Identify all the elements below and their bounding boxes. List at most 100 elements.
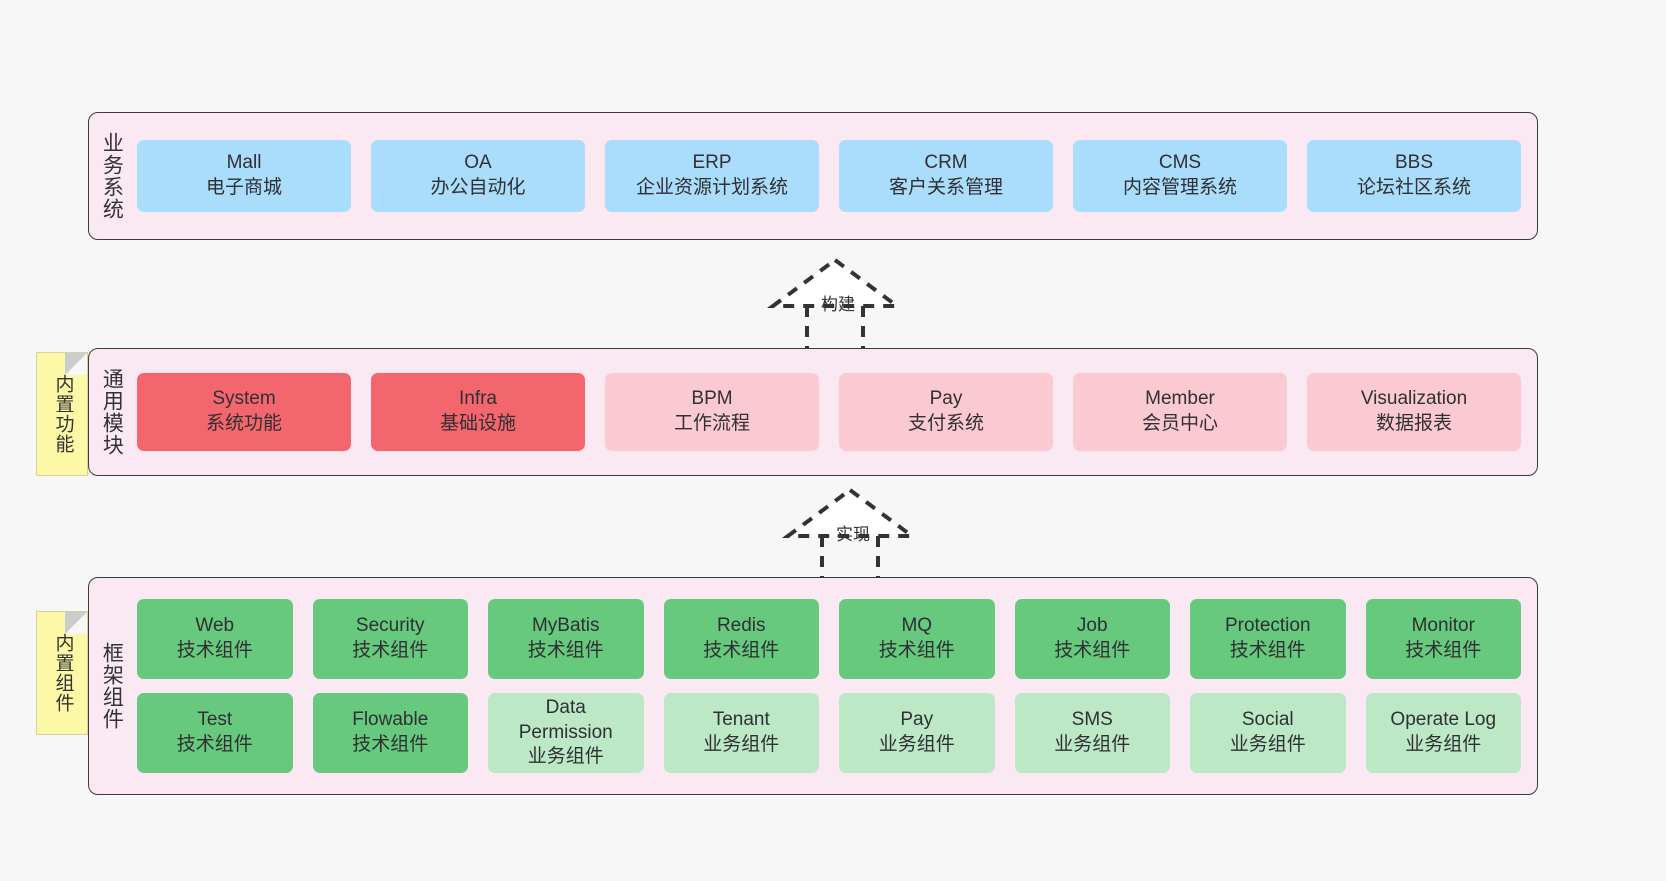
card-subtitle: 业务组件 bbox=[1229, 734, 1306, 755]
card-tenant[interactable]: Tenant 业务组件 bbox=[663, 693, 819, 773]
card-subtitle: 系统功能 bbox=[205, 413, 282, 434]
card-title: MyBatis bbox=[531, 615, 600, 637]
card-subtitle: 基础设施 bbox=[439, 413, 516, 434]
card-title: Pay bbox=[929, 388, 963, 410]
note-builtin-components: 内置组件 bbox=[36, 611, 88, 735]
card-subtitle: 技术组件 bbox=[1405, 640, 1482, 661]
card-subtitle: 技术组件 bbox=[703, 640, 780, 661]
card-title: Redis bbox=[716, 615, 766, 637]
connector-label-implement: 实现 bbox=[836, 525, 870, 544]
layer-body-modules: System 系统功能 Infra 基础设施 BPM 工作流程 Pay 支付系统… bbox=[129, 349, 1537, 475]
layer-framework-components: 框架组件 Web 技术组件 Security 技术组件 MyBatis 技术组件… bbox=[88, 577, 1538, 795]
card-title-line2: Permission bbox=[518, 721, 613, 743]
card-title: Job bbox=[1076, 615, 1108, 637]
card-subtitle: 技术组件 bbox=[527, 640, 604, 661]
card-bpm[interactable]: BPM 工作流程 bbox=[605, 373, 819, 451]
connector-stem bbox=[805, 306, 865, 348]
card-title: Mall bbox=[226, 152, 262, 174]
card-mybatis[interactable]: MyBatis 技术组件 bbox=[488, 599, 644, 679]
card-subtitle: 技术组件 bbox=[878, 640, 955, 661]
card-job[interactable]: Job 技术组件 bbox=[1014, 599, 1170, 679]
card-mall[interactable]: Mall 电子商城 bbox=[137, 140, 351, 212]
card-title: Operate Log bbox=[1390, 709, 1497, 731]
card-subtitle: 技术组件 bbox=[352, 734, 429, 755]
connector-stem bbox=[820, 536, 880, 578]
card-title: BPM bbox=[691, 388, 733, 410]
card-flowable[interactable]: Flowable 技术组件 bbox=[312, 693, 468, 773]
card-pay-module[interactable]: Pay 支付系统 bbox=[839, 373, 1053, 451]
card-title: Protection bbox=[1224, 615, 1311, 637]
card-monitor[interactable]: Monitor 技术组件 bbox=[1365, 599, 1521, 679]
connector-label-build: 构建 bbox=[821, 295, 855, 314]
card-title: Monitor bbox=[1411, 615, 1475, 637]
card-subtitle: 客户关系管理 bbox=[888, 177, 1003, 198]
card-subtitle: 办公自动化 bbox=[430, 177, 526, 198]
card-subtitle: 论坛社区系统 bbox=[1356, 177, 1471, 198]
card-member[interactable]: Member 会员中心 bbox=[1073, 373, 1287, 451]
business-card-row: Mall 电子商城 OA 办公自动化 ERP 企业资源计划系统 CRM 客户关系… bbox=[137, 140, 1521, 212]
generalization-arrowhead bbox=[781, 487, 919, 538]
connector-build: 构建 bbox=[745, 256, 925, 348]
card-infra[interactable]: Infra 基础设施 bbox=[371, 373, 585, 451]
card-subtitle: 数据报表 bbox=[1375, 413, 1452, 434]
framework-tech-row: Web 技术组件 Security 技术组件 MyBatis 技术组件 Redi… bbox=[137, 599, 1521, 679]
card-subtitle: 支付系统 bbox=[907, 413, 984, 434]
card-title: CRM bbox=[924, 152, 968, 174]
card-operate-log[interactable]: Operate Log 业务组件 bbox=[1365, 693, 1521, 773]
layer-body-business: Mall 电子商城 OA 办公自动化 ERP 企业资源计划系统 CRM 客户关系… bbox=[129, 113, 1537, 239]
card-redis[interactable]: Redis 技术组件 bbox=[663, 599, 819, 679]
card-title: Visualization bbox=[1360, 388, 1468, 410]
card-protection[interactable]: Protection 技术组件 bbox=[1190, 599, 1346, 679]
card-subtitle: 电子商城 bbox=[205, 177, 282, 198]
card-subtitle: 业务组件 bbox=[1054, 734, 1131, 755]
card-title: Member bbox=[1145, 388, 1215, 410]
card-mq[interactable]: MQ 技术组件 bbox=[839, 599, 995, 679]
card-title: Infra bbox=[458, 388, 498, 410]
card-title: ERP bbox=[692, 152, 732, 174]
card-sms[interactable]: SMS 业务组件 bbox=[1014, 693, 1170, 773]
card-oa[interactable]: OA 办公自动化 bbox=[371, 140, 585, 212]
card-social[interactable]: Social 业务组件 bbox=[1190, 693, 1346, 773]
card-test[interactable]: Test 技术组件 bbox=[137, 693, 293, 773]
layer-body-framework: Web 技术组件 Security 技术组件 MyBatis 技术组件 Redi… bbox=[129, 578, 1537, 794]
card-subtitle: 内容管理系统 bbox=[1122, 177, 1237, 198]
layer-business-systems: 业务系统 Mall 电子商城 OA 办公自动化 ERP 企业资源计划系统 CRM… bbox=[88, 112, 1538, 240]
card-title: Flowable bbox=[352, 709, 429, 731]
card-title: Tenant bbox=[712, 709, 770, 731]
card-title: CMS bbox=[1158, 152, 1202, 174]
layer-common-modules: 通用模块 System 系统功能 Infra 基础设施 BPM 工作流程 Pay… bbox=[88, 348, 1538, 476]
card-system[interactable]: System 系统功能 bbox=[137, 373, 351, 451]
card-subtitle: 业务组件 bbox=[703, 734, 780, 755]
card-title: Web bbox=[195, 615, 235, 637]
card-data-permission[interactable]: Data Permission 业务组件 bbox=[488, 693, 644, 773]
card-title: BBS bbox=[1394, 152, 1434, 174]
card-subtitle: 业务组件 bbox=[878, 734, 955, 755]
note-label: 内置功能 bbox=[52, 374, 74, 454]
card-web[interactable]: Web 技术组件 bbox=[137, 599, 293, 679]
card-title: Social bbox=[1241, 709, 1294, 731]
note-label: 内置组件 bbox=[52, 633, 74, 713]
card-title: Data bbox=[545, 696, 586, 718]
card-subtitle: 业务组件 bbox=[1405, 734, 1482, 755]
card-security[interactable]: Security 技术组件 bbox=[312, 599, 468, 679]
card-subtitle: 技术组件 bbox=[352, 640, 429, 661]
card-subtitle: 技术组件 bbox=[1054, 640, 1131, 661]
card-subtitle: 技术组件 bbox=[1229, 640, 1306, 661]
note-builtin-features: 内置功能 bbox=[36, 352, 88, 476]
framework-biz-row: Test 技术组件 Flowable 技术组件 Data Permission … bbox=[137, 693, 1521, 773]
layer-title-modules: 通用模块 bbox=[100, 368, 124, 456]
card-pay-component[interactable]: Pay 业务组件 bbox=[839, 693, 995, 773]
card-bbs[interactable]: BBS 论坛社区系统 bbox=[1307, 140, 1521, 212]
card-cms[interactable]: CMS 内容管理系统 bbox=[1073, 140, 1287, 212]
card-title: System bbox=[212, 388, 276, 410]
card-subtitle: 技术组件 bbox=[176, 640, 253, 661]
card-erp[interactable]: ERP 企业资源计划系统 bbox=[605, 140, 819, 212]
module-card-row: System 系统功能 Infra 基础设施 BPM 工作流程 Pay 支付系统… bbox=[137, 373, 1521, 451]
card-title: OA bbox=[464, 152, 492, 174]
generalization-arrowhead bbox=[766, 257, 904, 308]
card-title: Security bbox=[355, 615, 425, 637]
card-crm[interactable]: CRM 客户关系管理 bbox=[839, 140, 1053, 212]
card-subtitle: 技术组件 bbox=[176, 734, 253, 755]
card-visualization[interactable]: Visualization 数据报表 bbox=[1307, 373, 1521, 451]
